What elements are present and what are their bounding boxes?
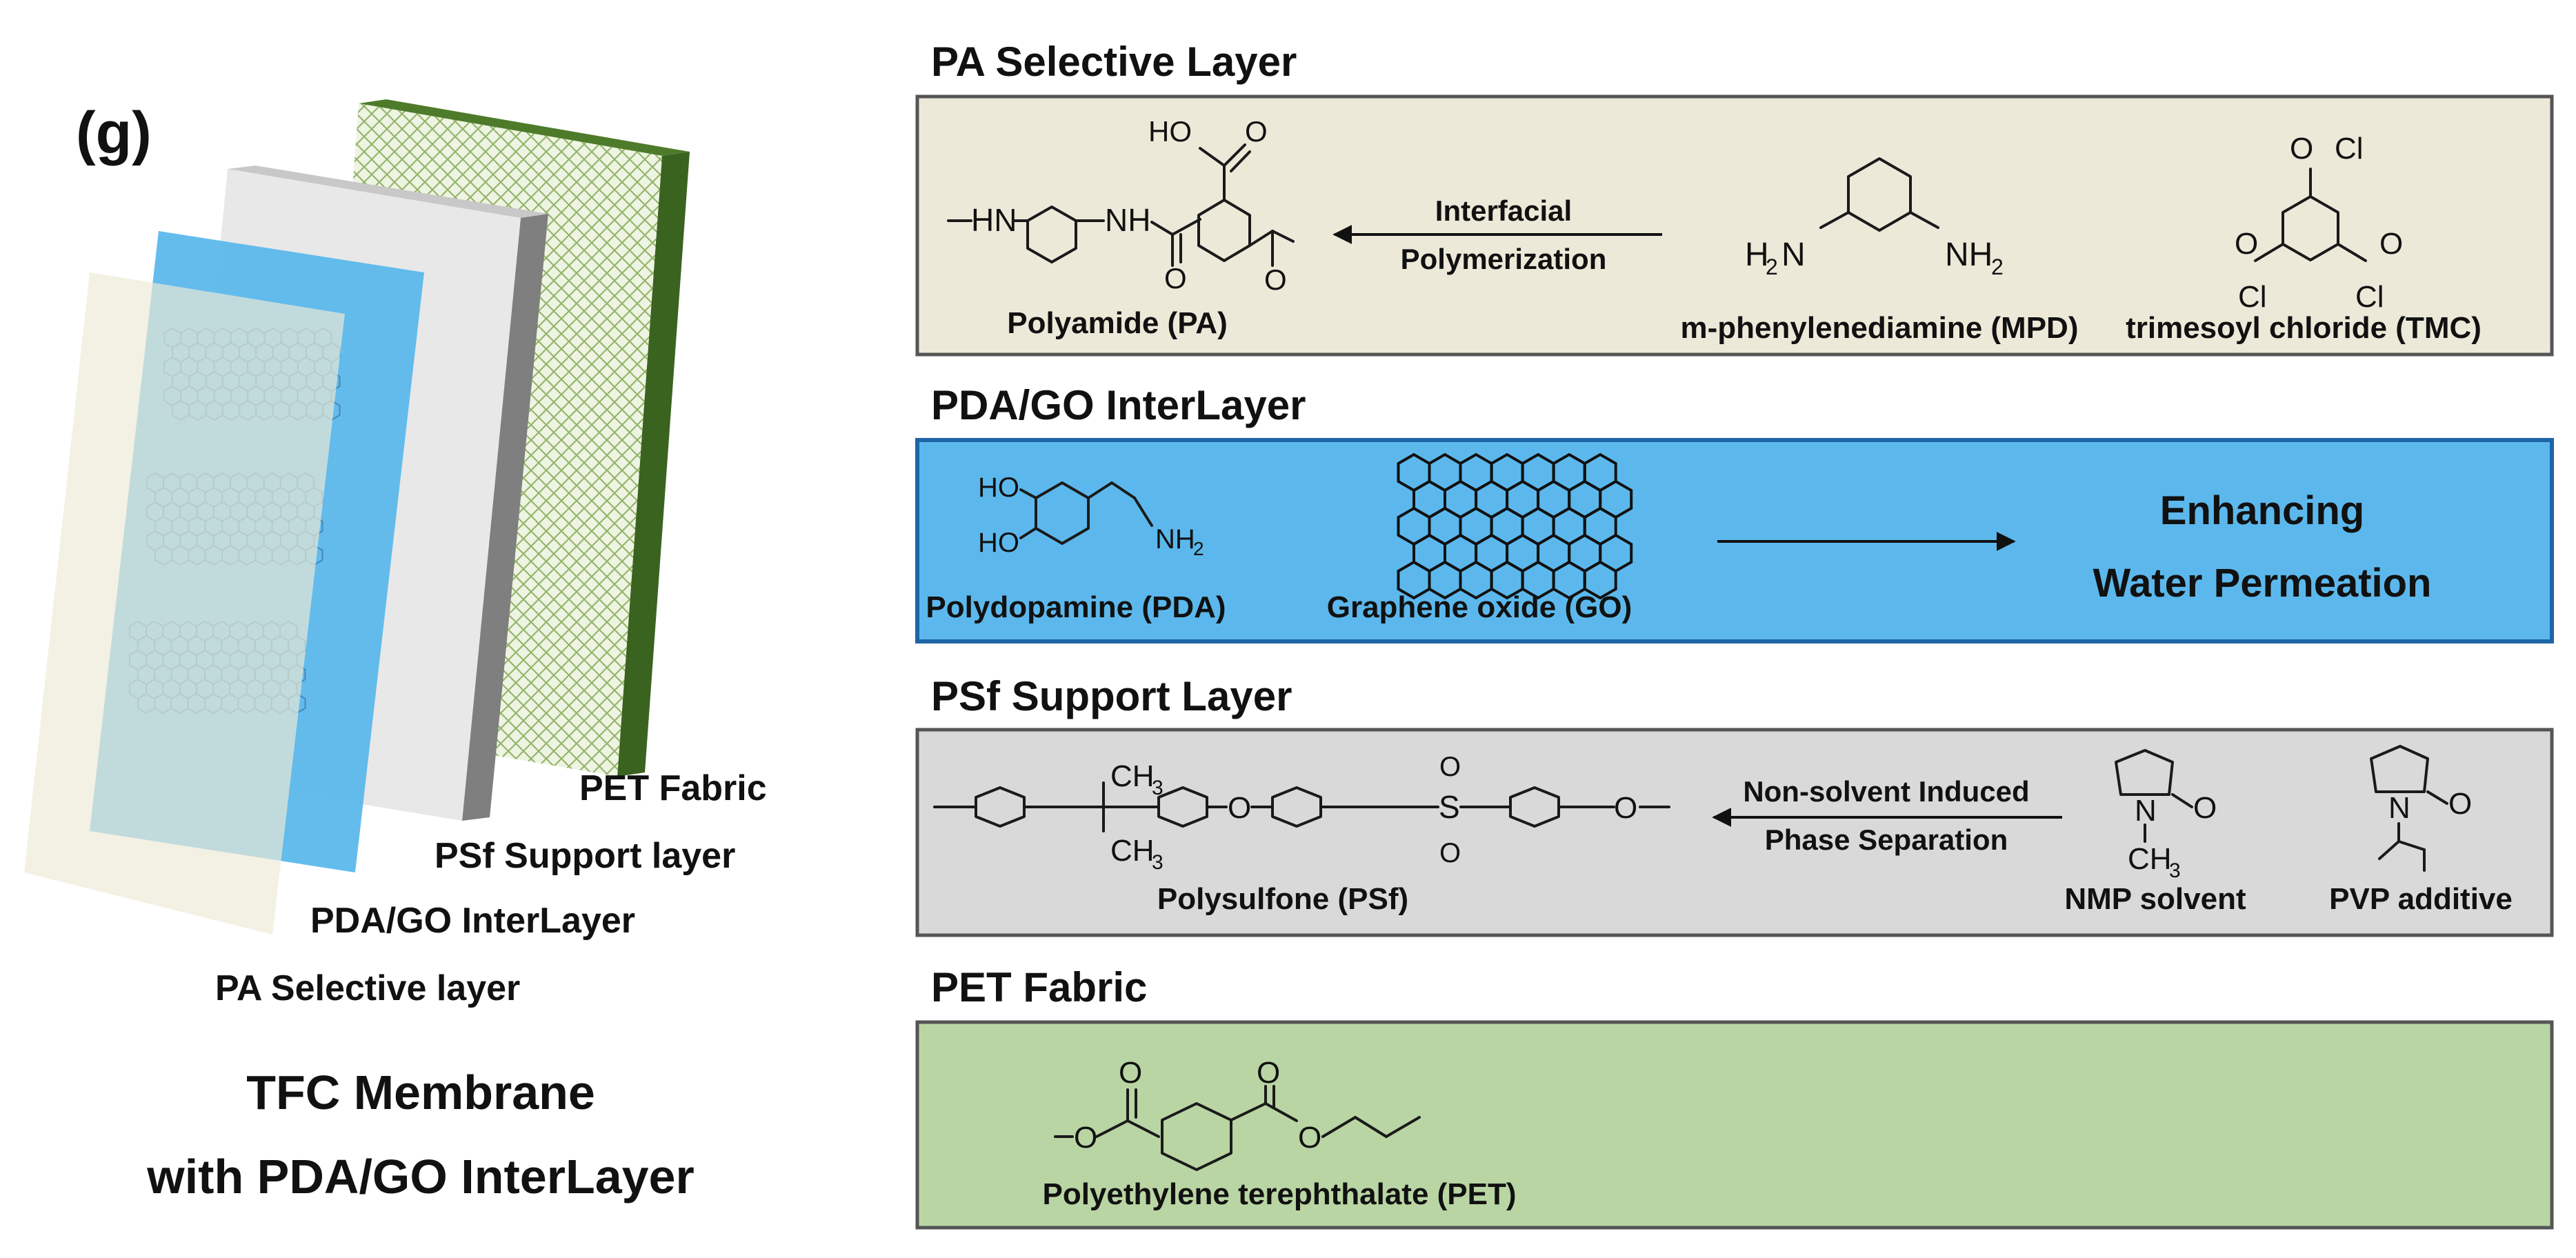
reagent-label-pvp: PVP additive xyxy=(2329,882,2513,916)
panel-label: (g) xyxy=(76,100,152,166)
svg-text:O: O xyxy=(2235,227,2258,261)
product-label-pet: Polyethylene terephthalate (PET) xyxy=(1042,1177,1516,1211)
product-label-psf: Polysulfone (PSf) xyxy=(1157,882,1408,916)
svg-text:N: N xyxy=(2388,791,2410,825)
svg-text:NH: NH xyxy=(1155,524,1195,555)
svg-text:O: O xyxy=(1164,262,1187,294)
label-psf-support: PSf Support layer xyxy=(435,836,735,876)
pvp-structure: O N xyxy=(2370,745,2472,872)
svg-text:O: O xyxy=(1298,1121,1321,1155)
svg-text:CH: CH xyxy=(1110,834,1155,868)
tmc-structure: O Cl O Cl O Cl xyxy=(2235,132,2403,314)
section-box-pet xyxy=(915,1020,2554,1230)
section-title-pa: PA Selective Layer xyxy=(931,39,1297,85)
svg-text:NH: NH xyxy=(1945,237,1993,273)
svg-text:O: O xyxy=(1614,791,1637,825)
svg-text:O: O xyxy=(1439,838,1461,868)
svg-text:3: 3 xyxy=(2169,859,2181,882)
svg-text:2: 2 xyxy=(1766,254,1778,279)
label-pet-fabric: PET Fabric xyxy=(579,768,767,808)
svg-text:2: 2 xyxy=(1991,254,2004,279)
effect-line1: Enhancing xyxy=(2160,488,2364,533)
svg-text:Cl: Cl xyxy=(2238,280,2267,314)
label-pa-selective: PA Selective layer xyxy=(215,968,520,1008)
reagent-label-mpd: m-phenylenediamine (MPD) xyxy=(1681,311,2079,345)
svg-text:HO: HO xyxy=(978,472,1019,503)
stack-caption-line2: with PDA/GO InterLayer xyxy=(146,1150,694,1204)
psf-process-line1: Non-solvent Induced xyxy=(1743,775,2029,808)
mpd-structure: H 2 N NH 2 xyxy=(1745,157,2004,279)
svg-text:NH: NH xyxy=(1105,202,1150,238)
svg-text:CH: CH xyxy=(2128,842,2172,876)
pa-process-line2: Polymerization xyxy=(1401,243,1607,275)
svg-text:O: O xyxy=(2193,791,2217,825)
svg-text:3: 3 xyxy=(1152,777,1164,799)
svg-text:CH: CH xyxy=(1110,759,1155,793)
polysulfone-structure: CH 3 CH 3 O S O O O xyxy=(933,752,1670,874)
svg-text:N: N xyxy=(2135,794,2157,828)
svg-text:O: O xyxy=(2290,132,2313,166)
svg-text:2: 2 xyxy=(1193,538,1204,559)
svg-text:O: O xyxy=(1257,1056,1280,1090)
nmp-structure: O N CH 3 xyxy=(2115,749,2217,882)
effect-line2: Water Permeation xyxy=(2093,561,2432,606)
label-pdago-interlayer: PDA/GO InterLayer xyxy=(310,901,635,941)
reagent-label-nmp: NMP solvent xyxy=(2064,882,2246,916)
svg-text:Cl: Cl xyxy=(2355,280,2384,314)
svg-text:H: H xyxy=(1745,237,1769,273)
svg-text:O: O xyxy=(2448,787,2472,821)
svg-text:3: 3 xyxy=(1152,851,1164,874)
svg-text:O: O xyxy=(2379,227,2403,261)
svg-text:O: O xyxy=(1439,752,1461,782)
polyamide-structure: HN NH O HO O O xyxy=(947,115,1295,296)
reagent-label-tmc: trimesoyl chloride (TMC) xyxy=(2126,311,2482,345)
section-title-psf: PSf Support Layer xyxy=(931,673,1292,719)
pet-structure: O O O O xyxy=(1054,1056,1421,1171)
section-title-pdago: PDA/GO InterLayer xyxy=(931,382,1306,428)
svg-text:HO: HO xyxy=(1148,115,1192,148)
svg-text:O: O xyxy=(1245,115,1268,148)
section-title-pet: PET Fabric xyxy=(931,964,1147,1010)
svg-text:N: N xyxy=(1781,237,1806,273)
svg-text:S: S xyxy=(1439,789,1460,825)
svg-text:O: O xyxy=(1119,1056,1142,1090)
component-label-pda: Polydopamine (PDA) xyxy=(926,590,1226,624)
graphene-oxide-lattice xyxy=(1397,452,1633,600)
svg-text:O: O xyxy=(1074,1121,1097,1155)
product-label-pa: Polyamide (PA) xyxy=(1007,306,1227,340)
svg-text:O: O xyxy=(1264,263,1287,296)
stack-caption-line1: TFC Membrane xyxy=(246,1066,595,1119)
pda-structure: HO HO NH 2 xyxy=(978,472,1204,559)
section-box-psf xyxy=(915,728,2554,937)
svg-text:O: O xyxy=(1228,791,1251,825)
svg-text:HO: HO xyxy=(978,528,1019,558)
svg-text:Cl: Cl xyxy=(2335,132,2364,166)
pa-process-line1: Interfacial xyxy=(1435,194,1572,227)
component-label-go: Graphene oxide (GO) xyxy=(1327,590,1633,624)
pa-selective-slab xyxy=(24,272,345,935)
psf-process-line2: Phase Separation xyxy=(1765,823,2008,856)
svg-text:HN: HN xyxy=(971,202,1017,238)
